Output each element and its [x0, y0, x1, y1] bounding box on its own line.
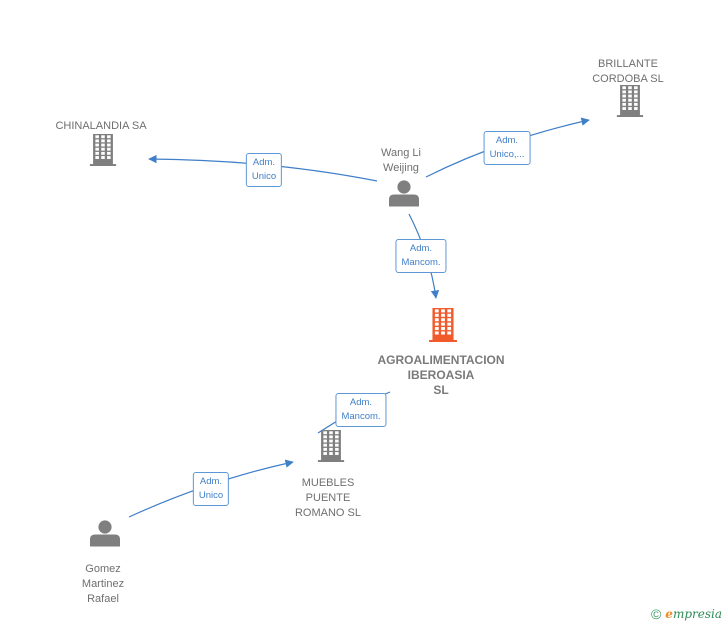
node-label-brillante[interactable]: BRILLANTE CORDOBA SL: [592, 58, 664, 85]
nodes-layer: [89, 85, 644, 547]
building-icon[interactable]: [317, 430, 345, 462]
edge-label-wangli-agro[interactable]: Adm. Mancom.: [395, 239, 447, 273]
node-label-chinalandia[interactable]: CHINALANDIA SA: [55, 120, 147, 132]
node-label-agro[interactable]: AGROALIMENTACION IBEROASIA SL: [377, 353, 505, 397]
person-icon[interactable]: [389, 180, 419, 207]
node-label-wangli[interactable]: Wang Li Weijing: [381, 147, 421, 174]
building-icon[interactable]: [429, 308, 457, 342]
node-label-gomez[interactable]: Gomez Martinez Rafael: [81, 563, 125, 605]
person-icon[interactable]: [90, 520, 120, 547]
edge-label-muebles-agro[interactable]: Adm. Mancom.: [335, 393, 387, 427]
node-label-muebles[interactable]: MUEBLES PUENTE ROMANO SL: [294, 477, 362, 519]
copyright: © empresia: [651, 606, 722, 622]
edge-label-wangli-brillante[interactable]: Adm. Unico,...: [483, 131, 531, 165]
edge-label-wangli-chinalandia[interactable]: Adm. Unico: [245, 153, 283, 187]
edges-layer: [128, 117, 590, 518]
copyright-icon: ©: [650, 606, 662, 622]
edge-label-gomez-muebles[interactable]: Adm. Unico: [192, 472, 230, 506]
brand-logo[interactable]: empresia: [665, 607, 722, 621]
building-icon[interactable]: [89, 134, 117, 166]
building-icon[interactable]: [616, 85, 644, 117]
